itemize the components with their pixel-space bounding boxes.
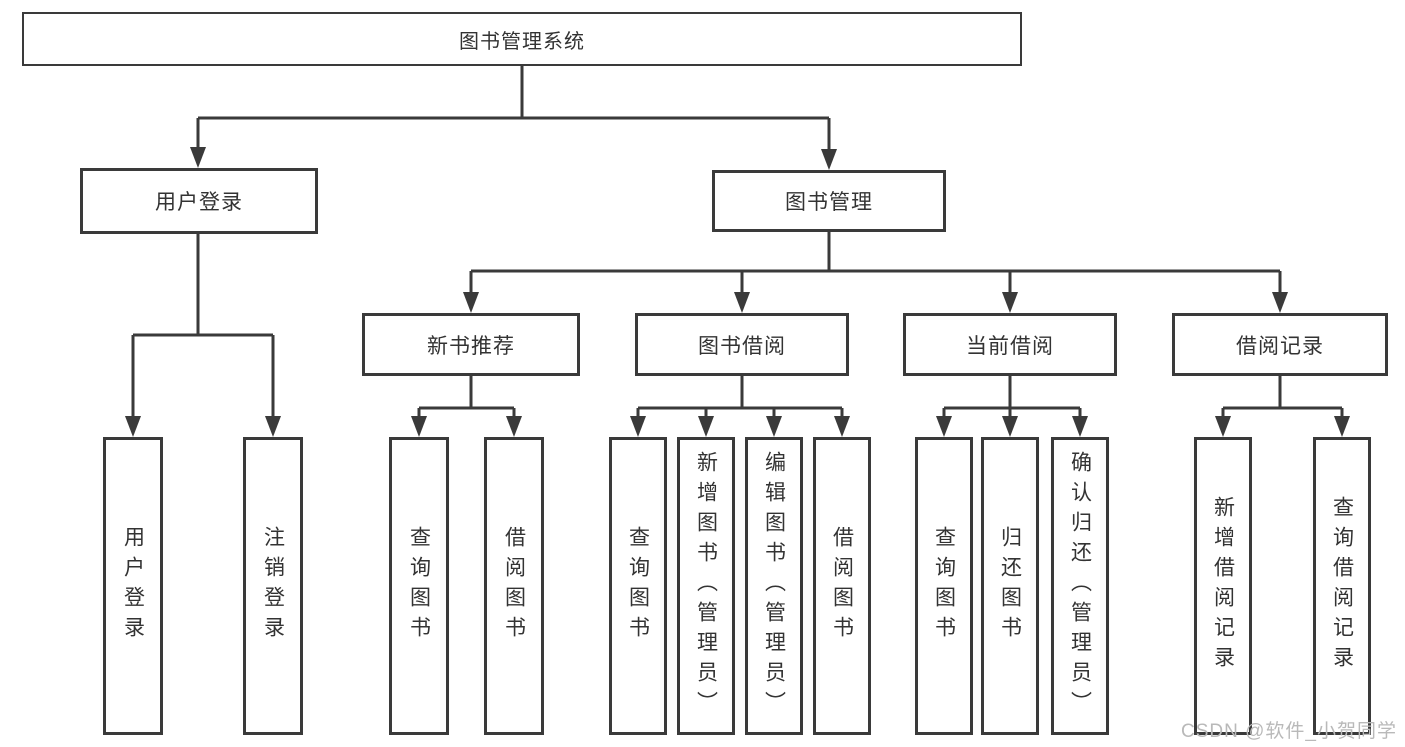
watermark: CSDN @软件_小贺同学 <box>1181 721 1397 742</box>
leaf-query-books-borrowing: 查询图书 <box>609 437 667 735</box>
leaf-edit-books-admin: 编辑图书（管理员） <box>745 437 803 735</box>
node-user-login-module: 用户登录 <box>80 168 318 234</box>
leaf-add-borrow-record: 新增借阅记录 <box>1194 437 1252 735</box>
node-book-management-label: 图书管理 <box>785 191 873 214</box>
leaf-borrow-books-borrowing: 借阅图书 <box>813 437 871 735</box>
leaf-add-books-admin-label: 新增图书（管理员） <box>694 451 718 721</box>
leaf-return-books-label: 归还图书 <box>998 526 1022 646</box>
leaf-borrow-books-recommend: 借阅图书 <box>484 437 544 735</box>
node-borrow-records-label: 借阅记录 <box>1236 334 1324 358</box>
leaf-query-books-borrowing-label: 查询图书 <box>626 526 650 646</box>
node-book-borrowing: 图书借阅 <box>635 313 849 376</box>
leaf-borrow-books-borrowing-label: 借阅图书 <box>830 526 854 646</box>
node-user-login-module-label: 用户登录 <box>155 191 243 214</box>
leaf-confirm-return-admin-label: 确认归还（管理员） <box>1068 451 1092 721</box>
leaf-borrow-books-recommend-label: 借阅图书 <box>502 526 526 646</box>
node-current-borrowing: 当前借阅 <box>903 313 1117 376</box>
node-book-management: 图书管理 <box>712 170 946 232</box>
leaf-query-books-recommend: 查询图书 <box>389 437 449 735</box>
node-new-book-recommend-label: 新书推荐 <box>427 334 515 358</box>
node-new-book-recommend: 新书推荐 <box>362 313 580 376</box>
leaf-return-books: 归还图书 <box>981 437 1039 735</box>
leaf-add-books-admin: 新增图书（管理员） <box>677 437 735 735</box>
node-root: 图书管理系统 <box>22 12 1022 66</box>
node-borrow-records: 借阅记录 <box>1172 313 1388 376</box>
leaf-query-borrow-record-label: 查询借阅记录 <box>1330 496 1354 676</box>
leaf-query-books-current: 查询图书 <box>915 437 973 735</box>
leaf-query-books-recommend-label: 查询图书 <box>407 526 431 646</box>
node-current-borrowing-label: 当前借阅 <box>966 334 1054 358</box>
arrowheads <box>125 147 1350 437</box>
leaf-user-login-label: 用户登录 <box>121 526 145 646</box>
leaf-logout: 注销登录 <box>243 437 303 735</box>
leaf-query-borrow-record: 查询借阅记录 <box>1313 437 1371 735</box>
leaf-edit-books-admin-label: 编辑图书（管理员） <box>762 451 786 721</box>
leaf-add-borrow-record-label: 新增借阅记录 <box>1211 496 1235 676</box>
node-root-label: 图书管理系统 <box>459 30 585 53</box>
leaf-confirm-return-admin: 确认归还（管理员） <box>1051 437 1109 735</box>
leaf-query-books-current-label: 查询图书 <box>932 526 956 646</box>
leaf-user-login: 用户登录 <box>103 437 163 735</box>
leaf-logout-label: 注销登录 <box>261 526 285 646</box>
node-book-borrowing-label: 图书借阅 <box>698 334 786 358</box>
